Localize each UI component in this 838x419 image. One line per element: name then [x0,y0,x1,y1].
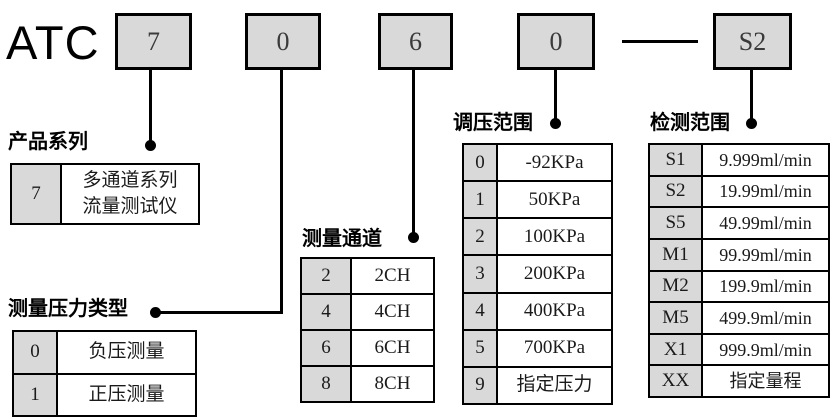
row-code: S1 [650,145,703,175]
model-digit-box-1: 7 [115,13,192,70]
table-row: 2 100KPa [464,217,611,255]
connector-line-detection-range [750,70,753,122]
row-code: 1 [464,182,498,218]
model-digit-box-3: 6 [378,13,453,70]
model-suffix-box: S2 [713,13,792,70]
table-row: S1 9.999ml/min [650,145,828,175]
row-code: 4 [302,295,352,329]
model-digit-box-4: 0 [517,13,595,70]
row-code: 5 [464,330,498,366]
row-label: 8CH [374,373,411,394]
row-label: 9.999ml/min [719,149,812,170]
row-code: 8 [302,367,352,401]
section-title-channels: 测量通道 [302,228,382,250]
table-row: 0 -92KPa [464,145,611,181]
row-label: 100KPa [523,225,586,247]
row-code: 0 [464,145,498,181]
pressure-type-table: 0 负压测量 1 正压测量 [12,330,197,417]
connector-dot-channels [408,232,419,243]
table-row: 5 700KPa [464,328,611,366]
connector-line-pressure-type-vertical [280,70,283,314]
row-code: 0 [14,332,58,373]
model-digit-box-2: 0 [245,13,321,70]
section-title-product-series: 产品系列 [8,131,88,153]
row-code: 6 [302,331,352,365]
row-label: 49.99ml/min [719,213,812,234]
section-title-pressure-range: 调压范围 [453,112,533,134]
connector-line-pressure-range [554,70,557,122]
row-label: 多通道系列 流量测试仪 [82,170,178,217]
model-prefix: ATC [6,16,100,69]
row-label: 400KPa [523,300,586,322]
row-label: 2CH [374,265,411,286]
row-label: 50KPa [528,188,581,210]
table-row: S2 19.99ml/min [650,174,828,207]
row-label: 999.9ml/min [719,339,812,360]
connector-dot-product-series [145,140,156,151]
table-row: 6 6CH [302,329,433,365]
table-row: X1 999.9ml/min [650,332,828,365]
row-code: XX [650,366,703,396]
row-label: 负压测量 [88,341,165,363]
table-row: S5 49.99ml/min [650,206,828,238]
row-code: X1 [650,334,703,365]
row-label: 200KPa [523,262,586,284]
table-row: M5 499.9ml/min [650,301,828,333]
table-row: 9 指定压力 [464,365,611,403]
section-title-detection-range: 检测范围 [650,112,730,134]
separator-dash [622,40,698,43]
row-code: 3 [464,256,498,292]
row-label: 99.99ml/min [719,244,812,265]
connector-dot-pressure-range [550,118,561,129]
connector-line-channels [412,70,415,236]
row-code: 2 [302,259,352,293]
table-row: 8 8CH [302,365,433,401]
product-series-table: 7 多通道系列 流量测试仪 [10,163,200,225]
table-row: M2 199.9ml/min [650,269,828,302]
detection-range-table: S1 9.999ml/min S2 19.99ml/min S5 49.99ml… [648,143,830,398]
table-row: 2 2CH [302,259,433,293]
row-code: S5 [650,208,703,238]
row-code: M5 [650,303,703,333]
table-row: M1 99.99ml/min [650,237,828,270]
row-label: 指定量程 [729,371,802,392]
row-label: 6CH [374,337,411,358]
section-title-pressure-type: 测量压力类型 [8,298,128,320]
row-label: 700KPa [523,337,586,359]
row-label: 正压测量 [88,383,165,405]
row-label: 4CH [374,301,411,322]
row-code: 1 [14,374,58,415]
connector-dot-detection-range [746,118,757,129]
row-code: 9 [464,367,498,403]
table-row: 1 正压测量 [14,372,195,415]
row-code: 7 [12,165,62,223]
table-row: XX 指定量程 [650,364,828,396]
row-code: 4 [464,293,498,329]
table-row: 1 50KPa [464,180,611,218]
row-code: S2 [650,176,703,207]
connector-dot-pressure-type [150,307,161,318]
table-row: 0 负压测量 [14,332,195,373]
row-label: -92KPa [525,151,584,173]
connector-line-product-series [149,70,152,142]
channels-table: 2 2CH 4 4CH 6 6CH 8 8CH [300,257,435,403]
table-row: 4 400KPa [464,291,611,329]
row-code: M2 [650,271,703,302]
table-row: 7 多通道系列 流量测试仪 [12,165,198,223]
table-row: 4 4CH [302,293,433,329]
connector-line-pressure-type-horizontal [158,311,283,314]
row-label: 199.9ml/min [719,276,812,297]
row-label: 指定压力 [516,374,593,396]
row-code: 2 [464,219,498,255]
row-label: 19.99ml/min [719,181,812,202]
row-label: 499.9ml/min [719,307,812,328]
table-row: 3 200KPa [464,254,611,292]
row-code: M1 [650,239,703,270]
pressure-range-table: 0 -92KPa 1 50KPa 2 100KPa 3 200KPa 4 400… [462,143,613,405]
